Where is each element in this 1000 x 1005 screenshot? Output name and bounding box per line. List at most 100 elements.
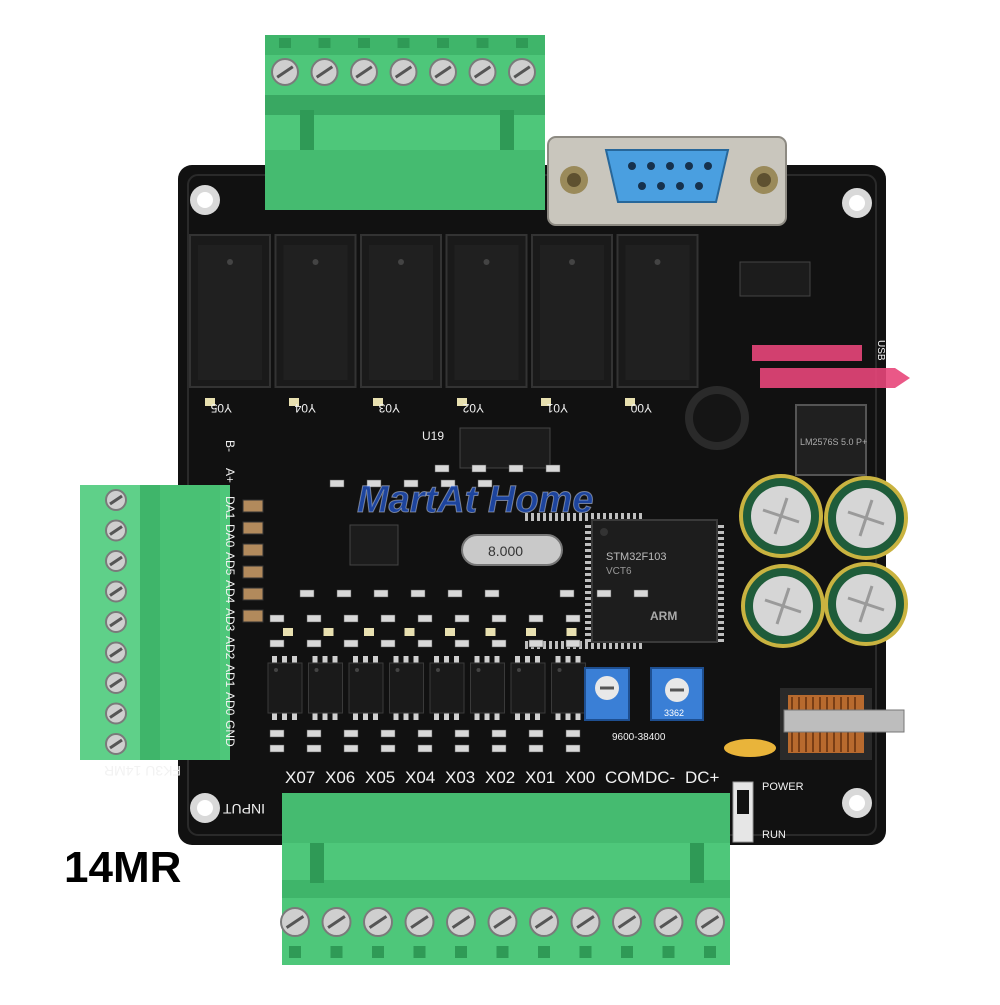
usb-label: USB <box>875 340 886 361</box>
analog-label: AD4 <box>223 580 237 604</box>
led-icon <box>566 628 577 636</box>
electrolytic-capacitors <box>739 474 908 648</box>
input-label: X07 <box>285 768 315 787</box>
input-label: X02 <box>485 768 515 787</box>
relay-row <box>189 234 699 388</box>
regulator-label: LM2576S 5.0 P+ <box>800 437 867 447</box>
analog-label: B- <box>223 440 237 452</box>
smd-components <box>205 398 649 753</box>
screw-icon <box>105 611 127 633</box>
pin-icon <box>676 182 684 190</box>
optocoupler <box>551 656 586 720</box>
led-icon <box>323 628 334 636</box>
common-mode-choke <box>780 688 905 760</box>
input-label: X06 <box>325 768 355 787</box>
input-label: DC+ <box>685 768 720 787</box>
analog-label: DA0 <box>223 524 237 548</box>
crystal-label: 8.000 <box>488 543 523 559</box>
db9-connector <box>547 136 787 226</box>
led-icon <box>485 628 496 636</box>
led-icon <box>205 398 215 406</box>
led-icon <box>289 398 299 406</box>
screw-icon <box>271 58 299 86</box>
run-switch <box>732 781 754 843</box>
mounting-hole-icon <box>190 185 220 215</box>
mcu-label-3: ARM <box>650 609 677 623</box>
led-icon <box>364 628 374 636</box>
output-terminal-block <box>265 35 545 210</box>
crystal-oscillator: 8.000 <box>461 534 563 566</box>
ceramic-capacitor <box>724 739 776 757</box>
output-label: Y05 <box>210 401 232 415</box>
optocoupler <box>510 656 546 720</box>
screw-icon <box>612 907 642 937</box>
mcu-label-2: VCT6 <box>606 566 632 577</box>
input-label: X03 <box>445 768 475 787</box>
led-icon <box>526 628 536 636</box>
trimpots: 3362 <box>584 667 704 721</box>
trimpot-icon <box>584 667 630 721</box>
pin-icon <box>666 162 674 170</box>
screw-icon <box>105 733 127 755</box>
relay <box>189 234 271 388</box>
output-label: Y02 <box>462 401 484 415</box>
capacitor-icon <box>824 562 908 646</box>
analog-label: AD5 <box>223 552 237 576</box>
product-caption: 14MR <box>64 843 182 892</box>
analog-label: AD0 <box>223 692 237 716</box>
screw-icon <box>310 58 339 86</box>
pin-icon <box>638 182 646 190</box>
analog-label: AD3 <box>223 608 237 632</box>
voltage-regulator: LM2576S 5.0 P+ <box>795 404 867 476</box>
trimpot-icon <box>650 667 704 721</box>
screw-icon <box>446 907 476 937</box>
pin-icon <box>685 162 693 170</box>
input-silk-label: INPUT <box>223 801 265 817</box>
inductor <box>685 386 749 450</box>
power-label: POWER <box>762 781 804 793</box>
pin-icon <box>695 182 703 190</box>
screw-icon <box>105 580 127 603</box>
screw-icon <box>105 641 127 664</box>
ic-label: U19 <box>422 429 444 443</box>
analog-label: AD1 <box>223 664 237 688</box>
led-icon <box>283 628 293 636</box>
mounting-hole-icon <box>842 788 872 818</box>
screw-icon <box>350 58 378 86</box>
input-terminal-block <box>280 793 730 965</box>
output-label: Y00 <box>630 401 652 415</box>
screw-icon <box>653 907 684 937</box>
mounting-hole-icon <box>842 188 872 218</box>
screw-icon <box>280 907 310 937</box>
screw-icon <box>363 907 393 937</box>
capacitor-icon <box>741 564 825 648</box>
screw-icon <box>105 672 127 694</box>
pin-icon <box>704 162 712 170</box>
screw-icon <box>105 550 127 572</box>
led-icon <box>373 398 383 406</box>
support-ics: U19 <box>349 261 811 566</box>
analog-label: A+ <box>223 468 237 483</box>
input-label: COM <box>605 768 645 787</box>
mcu-label-1: STM32F103 <box>606 551 667 563</box>
input-label: X04 <box>405 768 435 787</box>
screw-icon <box>404 907 435 937</box>
screw-icon <box>105 702 127 725</box>
mounting-holes <box>190 185 872 823</box>
optocoupler <box>308 656 343 720</box>
input-label: X00 <box>565 768 595 787</box>
screw-icon <box>468 58 497 86</box>
relay <box>616 234 699 388</box>
screw-icon <box>105 519 127 542</box>
screw-icon <box>695 907 725 937</box>
led-icon <box>541 398 551 406</box>
baud-silk: 9600-38400 <box>612 732 666 743</box>
capacitor-icon <box>824 476 908 560</box>
watermark-text: MartAt Home <box>357 479 593 521</box>
screw-icon <box>389 58 418 86</box>
trimpot-label: 3362 <box>664 708 684 718</box>
optocoupler <box>389 656 424 720</box>
